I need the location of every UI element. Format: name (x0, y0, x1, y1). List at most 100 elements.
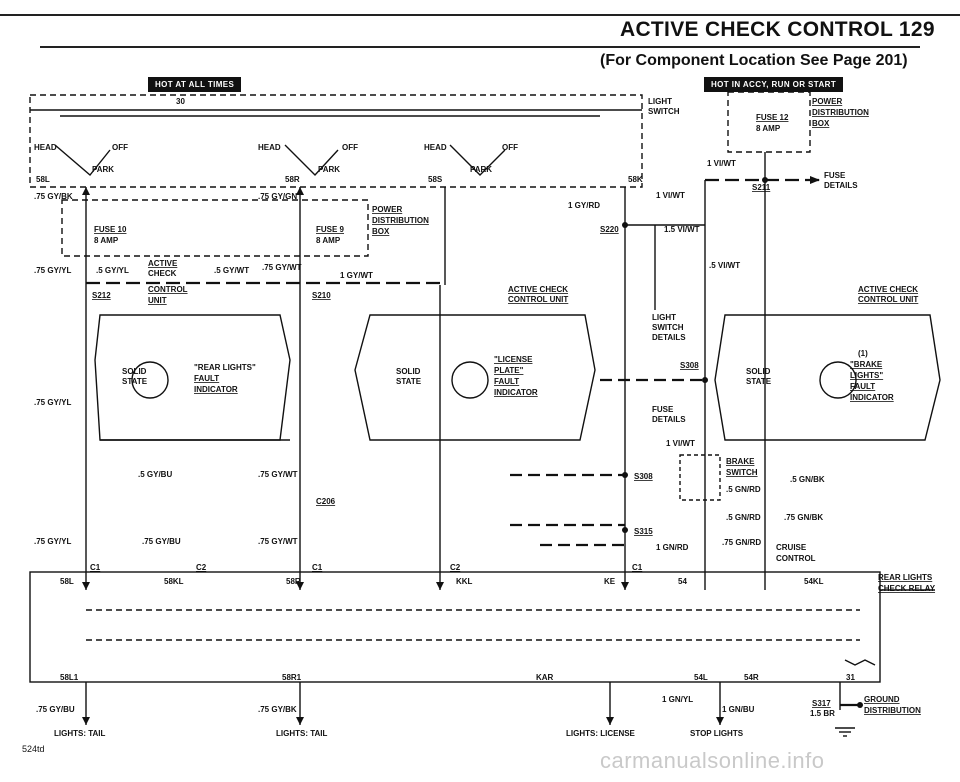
fuse-details-top-2: DETAILS (824, 181, 858, 190)
pin-kkl-low: KKL (456, 577, 473, 586)
park-label-3: PARK (470, 165, 492, 174)
light-switch-details-1: LIGHT (652, 313, 676, 322)
pin-54-low: 54 (678, 577, 687, 586)
brake-switch-1: BRAKE (726, 457, 755, 466)
wire-gy-wt-low: .75 GY/WT (258, 537, 298, 546)
power-box-title-1: POWER (372, 205, 402, 214)
light-switch-label-2: SWITCH (648, 107, 680, 116)
off-label-3: OFF (502, 143, 518, 152)
wire-gn-rd-1: 1 GN/RD (656, 543, 689, 552)
rear-lights-2: FAULT (194, 374, 219, 383)
wire-gy-wt-top: .75 GY/WT (262, 263, 302, 272)
head-switch-lever-3 (449, 144, 506, 176)
head-label-2: HEAD (258, 143, 281, 152)
brake-5: INDICATOR (850, 393, 894, 402)
solid-state-2a: SOLID (396, 367, 421, 376)
fuse-10-amp: 8 AMP (94, 236, 119, 245)
license-2: PLATE" (494, 366, 524, 375)
pin-58l: 58L (36, 175, 50, 184)
pin-58s: 58S (428, 175, 443, 184)
acc-title-4: UNIT (148, 296, 167, 305)
light-switch-details-2: SWITCH (652, 323, 684, 332)
rear-lights-1: "REAR LIGHTS" (194, 363, 256, 372)
fuse-details-mid-2: DETAILS (652, 415, 686, 424)
rear-lights-3: INDICATOR (194, 385, 238, 394)
pin-58l-low: 58L (60, 577, 74, 586)
solid-state-3a: SOLID (746, 367, 771, 376)
pin-58kl-low: 58KL (164, 577, 184, 586)
pin-58r: 58R (285, 175, 300, 184)
splice-s212: S212 (92, 291, 111, 300)
header-rule (40, 46, 920, 48)
wire-gy-yl-2: .75 GY/YL (34, 398, 71, 407)
acc-title-3: CONTROL (148, 285, 188, 294)
solid-state-1a: SOLID (122, 367, 147, 376)
terminal-30: 30 (176, 97, 185, 106)
pin-kar: KAR (536, 673, 554, 682)
wire-gy-yl-small: .5 GY/YL (96, 266, 129, 275)
wire-gy-gn: .75 GY/GN (258, 192, 297, 201)
power-box-title-2: DISTRIBUTION (372, 216, 429, 225)
page-subtitle: (For Component Location See Page 201) (600, 52, 908, 69)
wire-gy-yl: .75 GY/YL (34, 266, 71, 275)
lights-tail-mid: LIGHTS: TAIL (276, 729, 328, 738)
pin-58r1: 58R1 (282, 673, 302, 682)
power-distribution-box-right (727, 91, 811, 153)
page-title: ACTIVE CHECK CONTROL 129 (620, 18, 935, 41)
wire-gy-bu: .75 GY/BU (142, 537, 181, 546)
hot-in-accy-badge: HOT IN ACCY, RUN OR START (704, 77, 844, 92)
wire-vi-wt-low: 1 VI/WT (666, 439, 695, 448)
acc-unit-mid-2: CONTROL UNIT (508, 295, 568, 304)
connector-c1-mid: C1 (312, 563, 323, 572)
head-switch-lever-2 (284, 144, 339, 177)
wire-gy-yl-3: .75 GY/YL (34, 537, 71, 546)
splice-s210: S210 (312, 291, 331, 300)
pin-54r: 54R (744, 673, 759, 682)
brake-switch-2: SWITCH (726, 468, 758, 477)
head-switch-lever-1 (54, 144, 111, 177)
solid-state-1b: STATE (122, 377, 148, 386)
fuse-10-label: FUSE 10 (94, 225, 127, 234)
connector-c206-left: C206 (316, 497, 336, 506)
wire-gn-rd-5: .5 GN/RD (726, 513, 761, 522)
solid-state-2b: STATE (396, 377, 422, 386)
fuse-12-amp: 8 AMP (756, 124, 781, 133)
wire-gy-bk: .75 GY/BK (34, 192, 73, 201)
pin-31: 31 (846, 673, 855, 682)
head-label-3: HEAD (424, 143, 447, 152)
fuse-details-mid-1: FUSE (652, 405, 674, 414)
wire-gn-bk-75: .75 GN/BK (784, 513, 823, 522)
wire-gy-bu-small: .5 GY/BU (138, 470, 172, 479)
splice-s220: S220 (600, 225, 619, 234)
head-label-1: HEAD (34, 143, 57, 152)
license-4: INDICATOR (494, 388, 538, 397)
splice-s211: S211 (752, 183, 771, 192)
wire-gy-bu-out: .75 GY/BU (36, 705, 75, 714)
light-switch-enclosure (29, 94, 643, 188)
top-rule (0, 14, 960, 16)
wire-vi-wt-left: 1 VI/WT (656, 191, 685, 200)
watermark: carmanualsonline.info (600, 748, 825, 773)
park-label-2: PARK (318, 165, 340, 174)
wire-gy-wt-small: .5 GY/WT (214, 266, 249, 275)
wire-gn-rd-75: .75 GN/RD (722, 538, 761, 547)
pin-58k: 58K (628, 175, 643, 184)
fuse-9-amp: 8 AMP (316, 236, 341, 245)
power-box-right-3: BOX (812, 119, 830, 128)
ground-dist-1: GROUND (864, 695, 900, 704)
power-box-right-1: POWER (812, 97, 842, 106)
cruise-1: CRUISE (776, 543, 807, 552)
wire-gn-rd: .5 GN/RD (726, 485, 761, 494)
splice-s308: S308 (634, 472, 653, 481)
acc-title-2: CHECK (148, 269, 177, 278)
license-1: "LICENSE (494, 355, 533, 364)
fuse-9-label: FUSE 9 (316, 225, 345, 234)
lights-tail-left: LIGHTS: TAIL (54, 729, 106, 738)
power-distribution-box-left (61, 199, 369, 257)
off-label-2: OFF (342, 143, 358, 152)
power-box-right-2: DISTRIBUTION (812, 108, 869, 117)
pin-58r-low: 58R (286, 577, 301, 586)
acc-unit-mid-1: ACTIVE CHECK (508, 285, 568, 294)
figure-reference: 524td (22, 744, 45, 754)
